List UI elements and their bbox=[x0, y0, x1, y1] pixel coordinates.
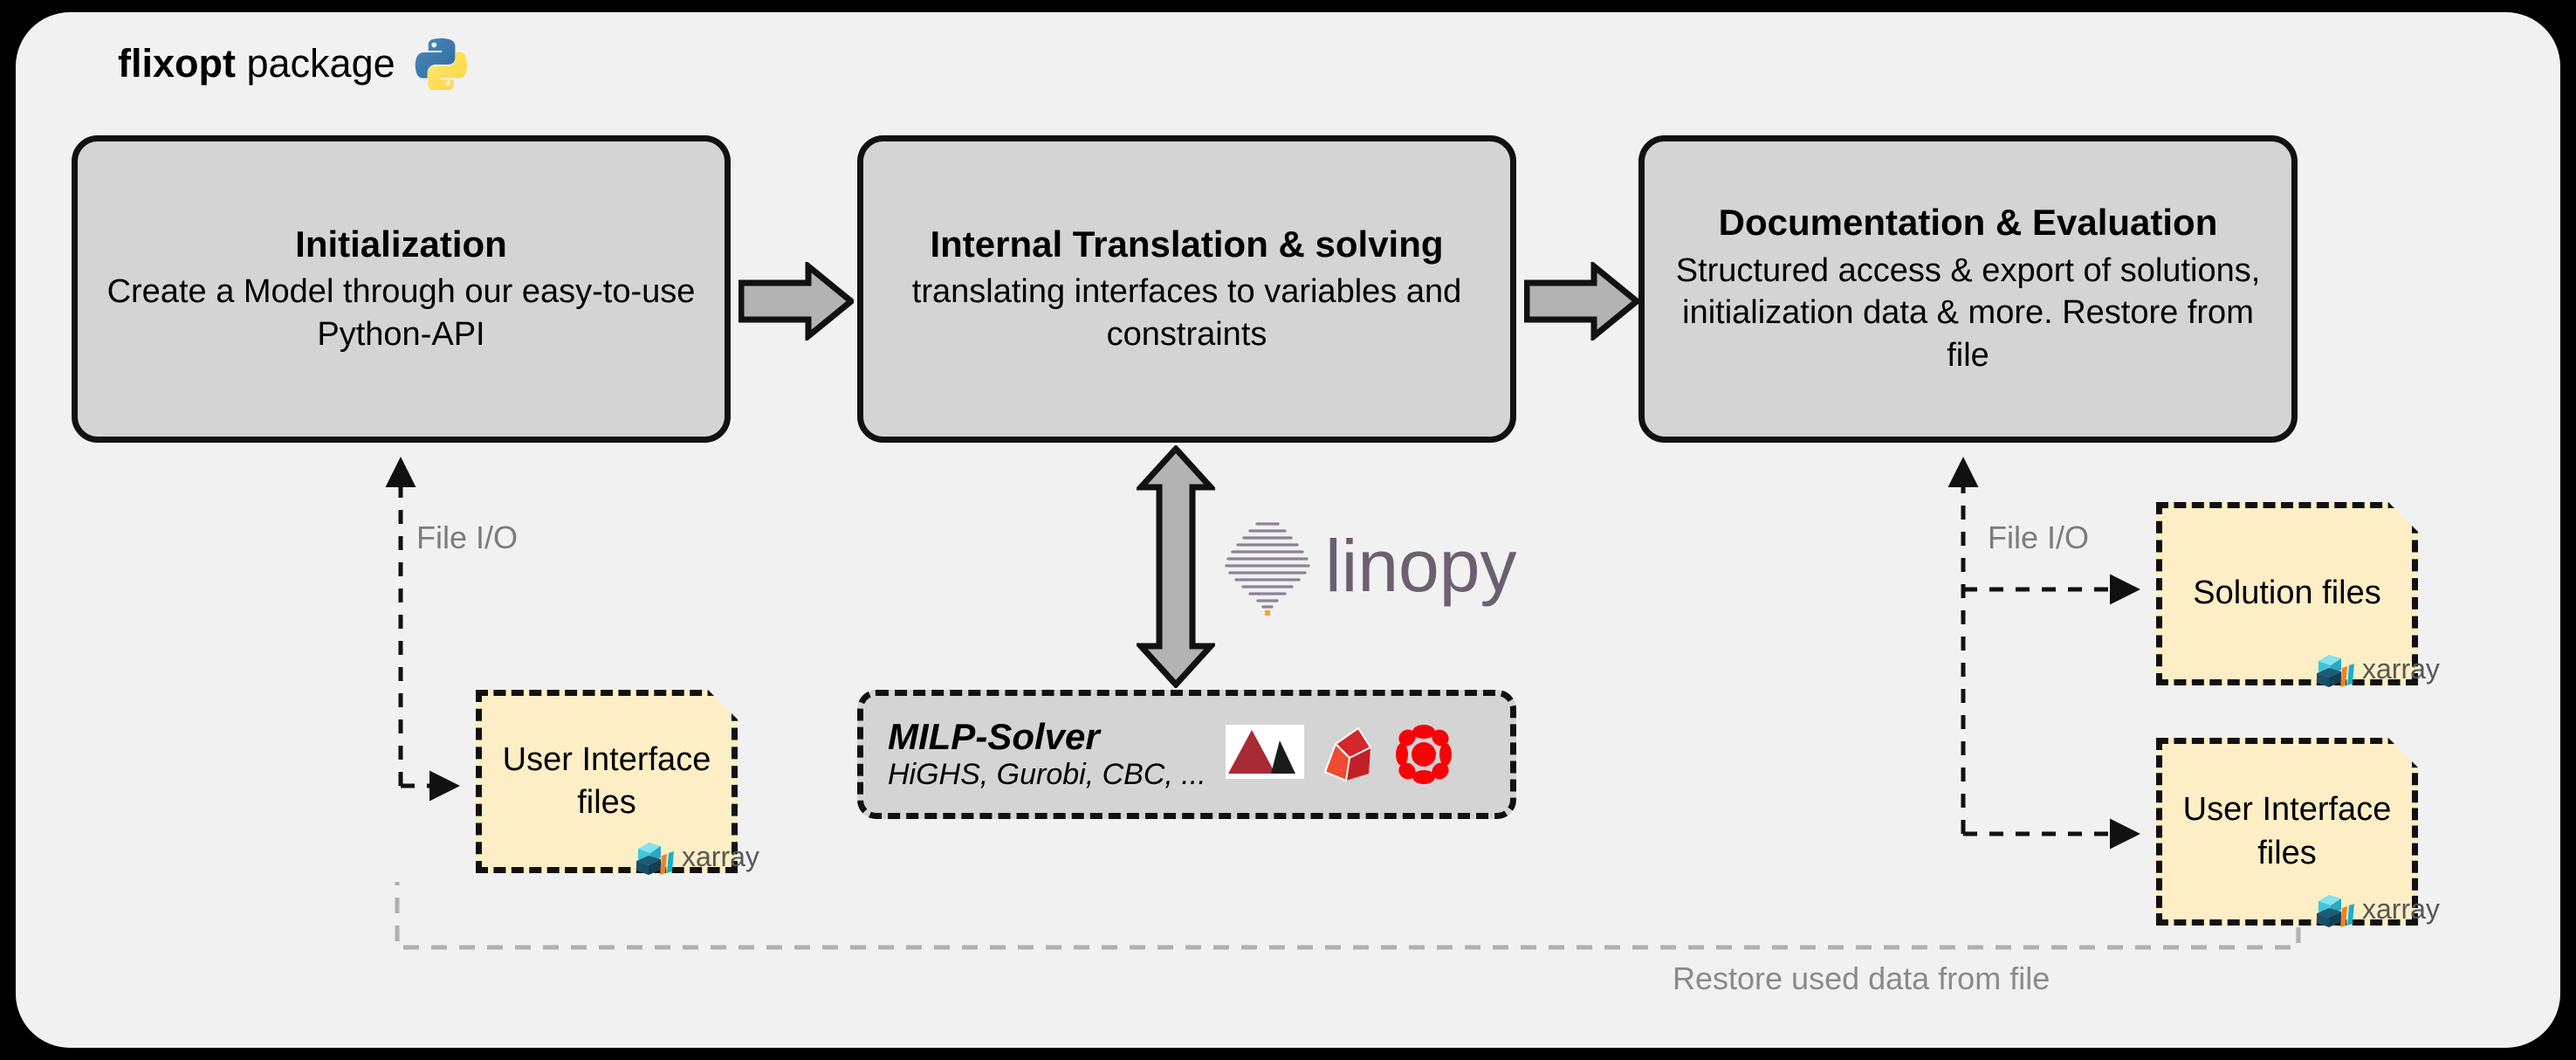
stage-box-initialization[interactable]: Initialization Create a Model through ou… bbox=[72, 135, 731, 443]
stage-box-documentation-evaluation[interactable]: Documentation & Evaluation Structured ac… bbox=[1638, 135, 2298, 443]
file-document-shape: Solution files bbox=[2156, 502, 2418, 685]
stage-title: Documentation & Evaluation bbox=[1718, 202, 2218, 244]
linopy-diamond-icon bbox=[1222, 515, 1313, 616]
milp-solver-box[interactable]: MILP-Solver HiGHS, Gurobi, CBC, ... bbox=[857, 690, 1516, 819]
stage-description: translating interfaces to variables and … bbox=[911, 273, 1462, 353]
file-box-user-interface-left[interactable]: User Interface files xarray bbox=[476, 690, 759, 875]
milp-solver-title: MILP-Solver bbox=[888, 716, 1100, 758]
solver-logos bbox=[1225, 723, 1453, 786]
restore-data-label: Restore used data from file bbox=[1673, 960, 2050, 996]
file-io-label-left: File I/O bbox=[416, 520, 519, 555]
stage-box-internal-translation[interactable]: Internal Translation & solving translati… bbox=[857, 135, 1516, 443]
gurobi-logo-icon bbox=[1318, 723, 1381, 786]
file-label: Solution files bbox=[2193, 575, 2381, 612]
highs-logo-icon bbox=[1225, 725, 1304, 784]
page-title: flixopt package bbox=[118, 31, 469, 94]
stage-description: Structured access & export of solutions,… bbox=[1675, 251, 2261, 375]
file-box-user-interface-right[interactable]: User Interface files xarray bbox=[2156, 738, 2440, 927]
linopy-logo: linopy bbox=[1222, 515, 1516, 616]
milp-solver-subtitle: HiGHS, Gurobi, CBC, ... bbox=[888, 758, 1206, 792]
stage-title: Initialization bbox=[295, 223, 507, 265]
file-box-solution-right[interactable]: Solution files xarray bbox=[2156, 502, 2440, 687]
title-rest: package bbox=[235, 40, 395, 86]
arrow-double-vertical-icon bbox=[1134, 444, 1218, 690]
title-bold: flixopt bbox=[118, 40, 236, 86]
file-label: User Interface files bbox=[502, 740, 711, 821]
python-logo-svg bbox=[415, 38, 467, 90]
file-document-shape: User Interface files bbox=[2156, 738, 2418, 926]
linopy-wordmark: linopy bbox=[1325, 525, 1517, 607]
arrow-right-icon bbox=[738, 259, 856, 343]
file-document-shape: User Interface files bbox=[476, 690, 738, 873]
arrow-right-icon bbox=[1523, 259, 1642, 343]
file-label: User Interface files bbox=[2182, 791, 2392, 871]
stage-description: Create a Model through our easy-to-use P… bbox=[106, 273, 696, 353]
cbc-logo-icon bbox=[1395, 723, 1453, 786]
python-logo-icon bbox=[415, 36, 469, 90]
title-text: flixopt package bbox=[118, 44, 395, 83]
stage-title: Internal Translation & solving bbox=[930, 223, 1444, 265]
file-io-label-right: File I/O bbox=[1988, 520, 2090, 555]
milp-solver-text: MILP-Solver HiGHS, Gurobi, CBC, ... bbox=[888, 716, 1206, 793]
